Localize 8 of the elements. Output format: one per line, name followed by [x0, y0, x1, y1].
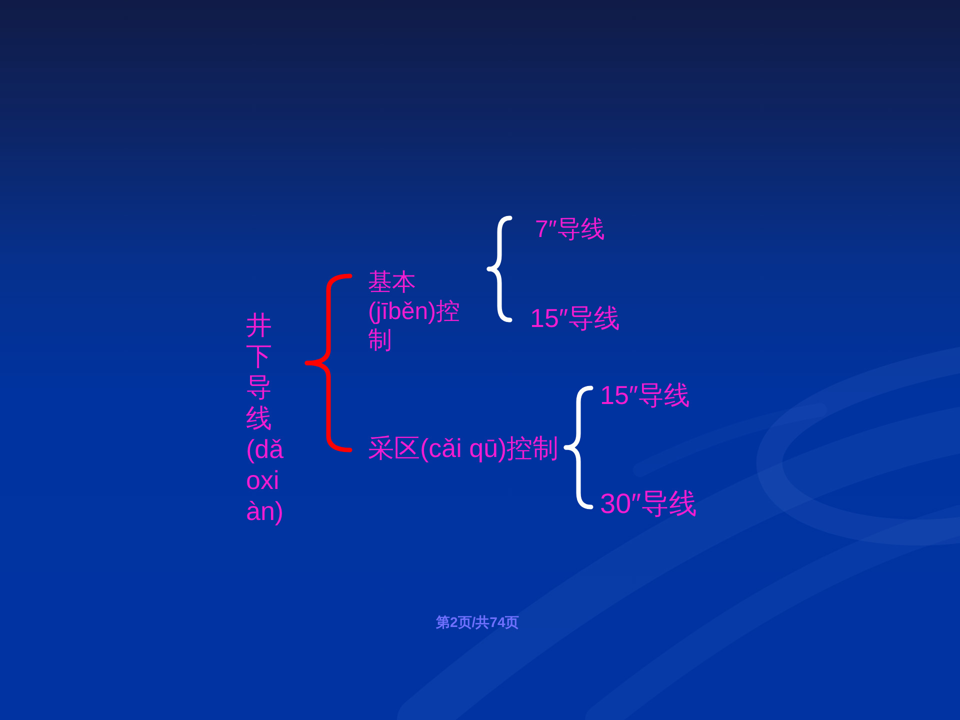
page-number: 第2页/共74页 [436, 614, 520, 632]
branch-label: 基本(jīběn)控制 [349, 268, 490, 355]
item-label: 15″导线 [590, 380, 690, 411]
root-label: 井下导线(dǎoxiàn) [246, 310, 308, 527]
item-label: 15″导线 [509, 303, 620, 334]
item-label: 7″导线 [509, 215, 605, 245]
branch-label: 采区(cǎi qū)控制 [349, 433, 567, 464]
item-label: 30″导线 [590, 487, 698, 520]
